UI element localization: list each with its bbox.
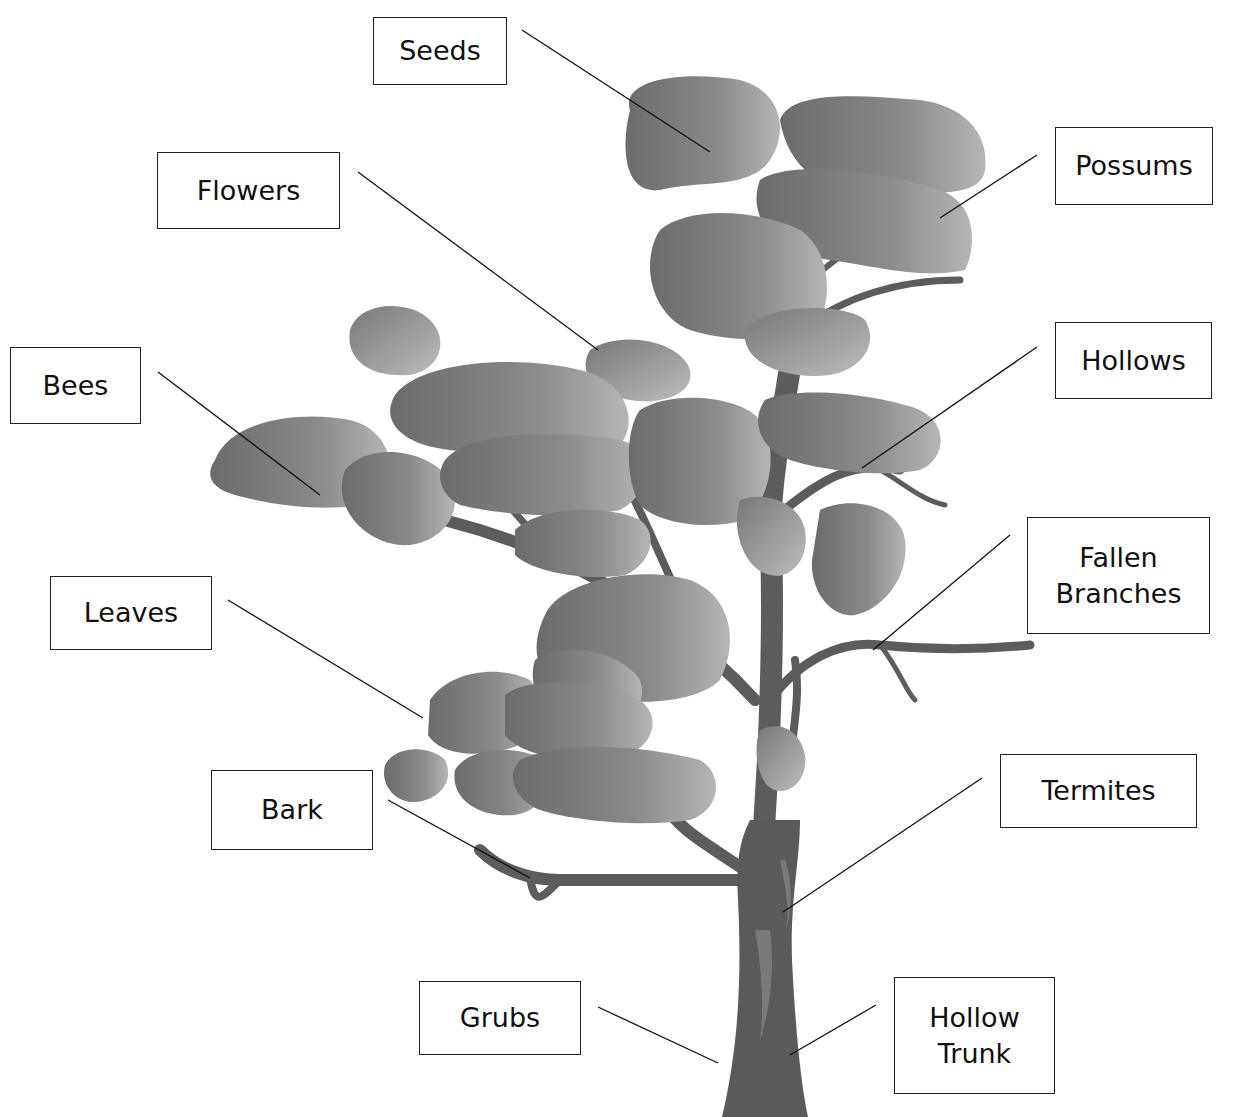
callout-box: Bees [10,347,141,424]
callout-box: Flowers [157,152,340,229]
leader-lines [158,30,1037,1063]
part-label: Leaves [84,595,178,630]
part-label: Hollows [1081,343,1186,378]
trunk-patch [780,860,791,930]
part-label: Seeds [399,33,481,68]
callout-box: Hollows [1055,322,1212,399]
callout-box: Possums [1055,127,1213,205]
part-label: Fallen Branches [1044,540,1194,610]
part-label: Grubs [460,1000,540,1035]
part-label: Bees [43,368,109,403]
part-label: Termites [1041,773,1155,808]
callout-box: Seeds [373,17,507,85]
trunk-patch [755,930,772,1040]
callout-box: Termites [1000,754,1197,828]
callout-box: Fallen Branches [1027,517,1210,634]
part-label: Flowers [197,173,300,208]
callout-box: Hollow Trunk [894,977,1055,1094]
callout-box: Bark [211,770,373,850]
part-label: Hollow Trunk [910,1000,1040,1070]
tree-branches [320,190,1030,897]
callout-box: Grubs [419,981,581,1055]
callout-box: Leaves [50,576,212,650]
part-label: Possums [1075,148,1192,183]
tree-trunk [722,820,808,1117]
part-label: Bark [261,792,323,827]
